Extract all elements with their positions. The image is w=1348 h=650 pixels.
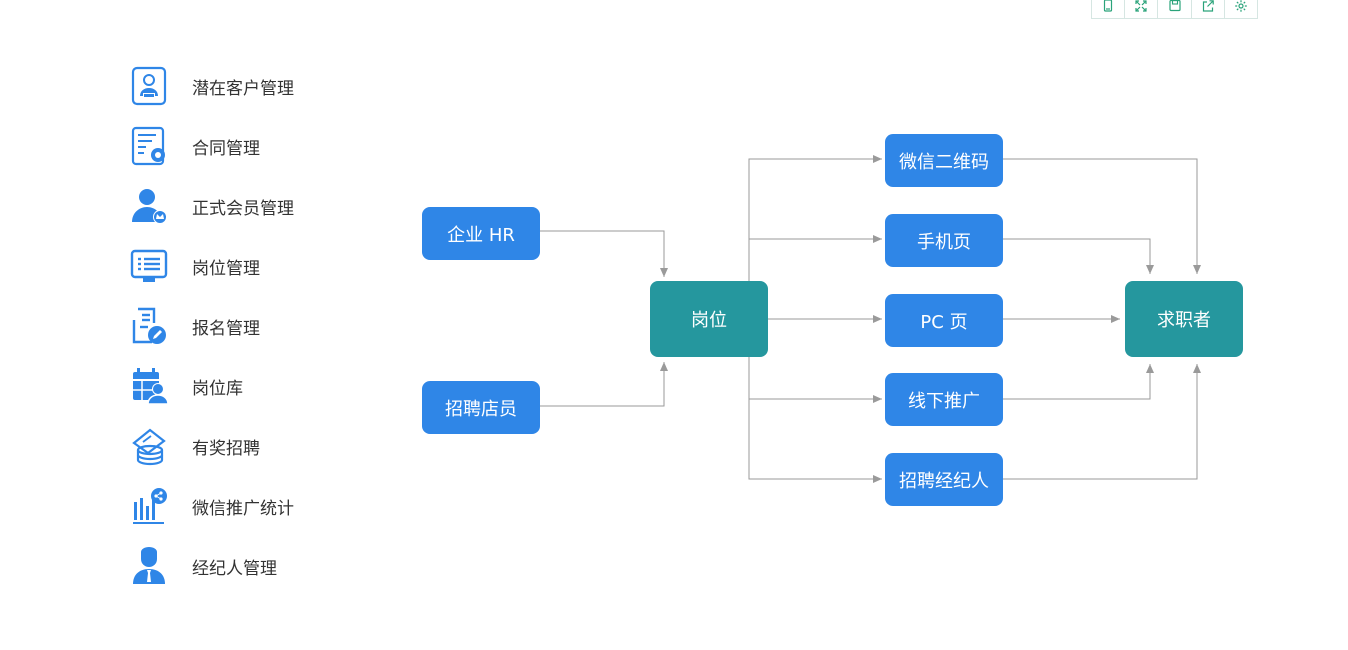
node-enterprise-hr[interactable]: 企业 HR (422, 207, 540, 260)
toolbar (1091, 0, 1258, 19)
mobile-preview-icon (1103, 0, 1113, 12)
sidebar-item-agents[interactable]: 经纪人管理 (130, 546, 330, 586)
sidebar-item-label: 报名管理 (192, 318, 260, 339)
sidebar-item-label: 有奖招聘 (192, 438, 260, 459)
node-offline-promo[interactable]: 线下推广 (885, 373, 1003, 426)
prospect-client-icon (130, 66, 168, 106)
sidebar-item-label: 潜在客户管理 (192, 78, 294, 99)
sidebar-item-label: 合同管理 (192, 138, 260, 159)
sidebar-item-job-library[interactable]: 岗位库 (130, 366, 330, 406)
member-crown-icon (130, 186, 168, 226)
sidebar-item-label: 经纪人管理 (192, 558, 277, 579)
sidebar-item-members[interactable]: 正式会员管理 (130, 186, 330, 226)
share-icon (1202, 0, 1214, 12)
agent-person-icon (130, 546, 168, 586)
save-icon (1168, 0, 1181, 12)
connector-wechat-to-seeker (1003, 158, 1201, 274)
job-library-icon (130, 366, 168, 406)
node-pc-page[interactable]: PC 页 (885, 294, 1003, 347)
sidebar-item-label: 岗位管理 (192, 258, 260, 279)
sidebar-item-prospects[interactable]: 潜在客户管理 (130, 66, 330, 106)
sidebar-item-label: 正式会员管理 (192, 198, 294, 219)
sidebar-item-wechat-stats[interactable]: 微信推广统计 (130, 486, 330, 526)
node-recruit-agent[interactable]: 招聘经纪人 (885, 453, 1003, 506)
connector-job-to-offline (748, 357, 882, 403)
sidebar-item-label: 微信推广统计 (192, 498, 294, 519)
reward-coins-icon (130, 426, 168, 466)
node-recruit-store-staff[interactable]: 招聘店员 (422, 381, 540, 434)
sidebar-item-signups[interactable]: 报名管理 (130, 306, 330, 346)
connector-store-to-job (540, 362, 668, 407)
connector-offline-to-seeker (1003, 364, 1154, 400)
settings-button[interactable] (1225, 0, 1257, 18)
sidebar-item-jobs[interactable]: 岗位管理 (130, 246, 330, 286)
signup-edit-icon (130, 306, 168, 346)
sidebar-item-contracts[interactable]: 合同管理 (130, 126, 330, 166)
mobile-preview-button[interactable] (1092, 0, 1126, 18)
save-button[interactable] (1158, 0, 1192, 18)
fullscreen-button[interactable] (1125, 0, 1159, 18)
connector-job-to-agent (748, 357, 882, 483)
node-job-seeker[interactable]: 求职者 (1125, 281, 1243, 357)
connector-mobile-to-seeker (1003, 238, 1154, 274)
node-job[interactable]: 岗位 (650, 281, 768, 357)
wechat-stats-icon (130, 486, 168, 526)
job-monitor-icon (130, 246, 168, 286)
sidebar-item-reward-recruit[interactable]: 有奖招聘 (130, 426, 330, 466)
connector-job-to-wechat (748, 155, 882, 281)
share-button[interactable] (1192, 0, 1225, 18)
connector-hr-to-job (540, 230, 668, 277)
connector-agent-to-seeker (1003, 364, 1201, 480)
settings-gear-icon (1235, 0, 1247, 12)
sidebar-item-label: 岗位库 (192, 378, 243, 399)
node-mobile-page[interactable]: 手机页 (885, 214, 1003, 267)
fullscreen-icon (1135, 0, 1147, 12)
node-wechat-qr[interactable]: 微信二维码 (885, 134, 1003, 187)
contract-document-icon (130, 126, 168, 166)
